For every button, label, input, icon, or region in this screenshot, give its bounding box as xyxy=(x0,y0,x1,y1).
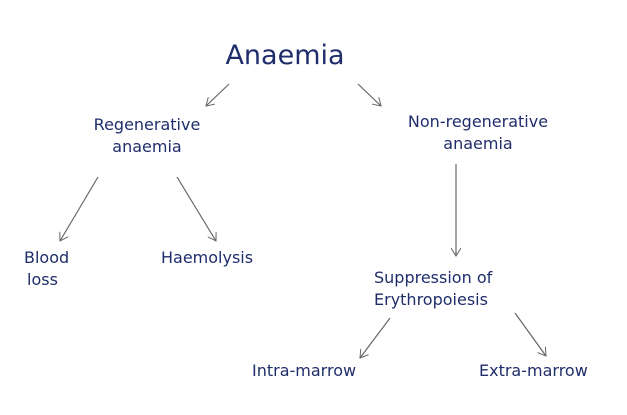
node-label-line: Non-regenerative xyxy=(407,112,549,131)
node-anaemia: Anaemia xyxy=(210,40,360,72)
arrow-anaemia-to-non-regenerative xyxy=(357,83,381,106)
node-label-line: anaemia xyxy=(112,137,182,156)
node-non-regenerative-anaemia: Non-regenerative anaemia xyxy=(388,111,568,155)
node-label-line: Extra-marrow xyxy=(479,361,588,380)
arrow-suppression-to-intra-marrow xyxy=(360,317,391,358)
node-label-line: Blood xyxy=(24,248,70,267)
node-label-line: Intra-marrow xyxy=(252,361,357,380)
arrow-regenerative-to-haemolysis xyxy=(176,176,216,241)
node-regenerative-anaemia: Regenerative anaemia xyxy=(72,114,222,158)
arrow-regenerative-to-blood-loss xyxy=(60,176,99,241)
node-label-line: Haemolysis xyxy=(161,248,254,267)
arrow-suppression-to-extra-marrow xyxy=(514,312,546,356)
node-anaemia-label: Anaemia xyxy=(225,40,345,71)
node-haemolysis: Haemolysis xyxy=(161,247,253,269)
node-label-line: Erythropoiesis xyxy=(374,290,488,309)
arrow-anaemia-to-regenerative xyxy=(206,83,230,106)
node-extra-marrow: Extra-marrow xyxy=(479,360,588,382)
node-label-line: anaemia xyxy=(443,134,513,153)
node-label-line: loss xyxy=(27,270,58,289)
node-intra-marrow: Intra-marrow xyxy=(252,360,356,382)
node-label-line: Regenerative xyxy=(93,115,201,134)
node-blood-loss: Blood loss xyxy=(24,247,69,291)
node-suppression-of-erythropoiesis: Suppression of Erythropoiesis xyxy=(374,267,492,311)
node-label-line: Suppression of xyxy=(374,268,493,287)
